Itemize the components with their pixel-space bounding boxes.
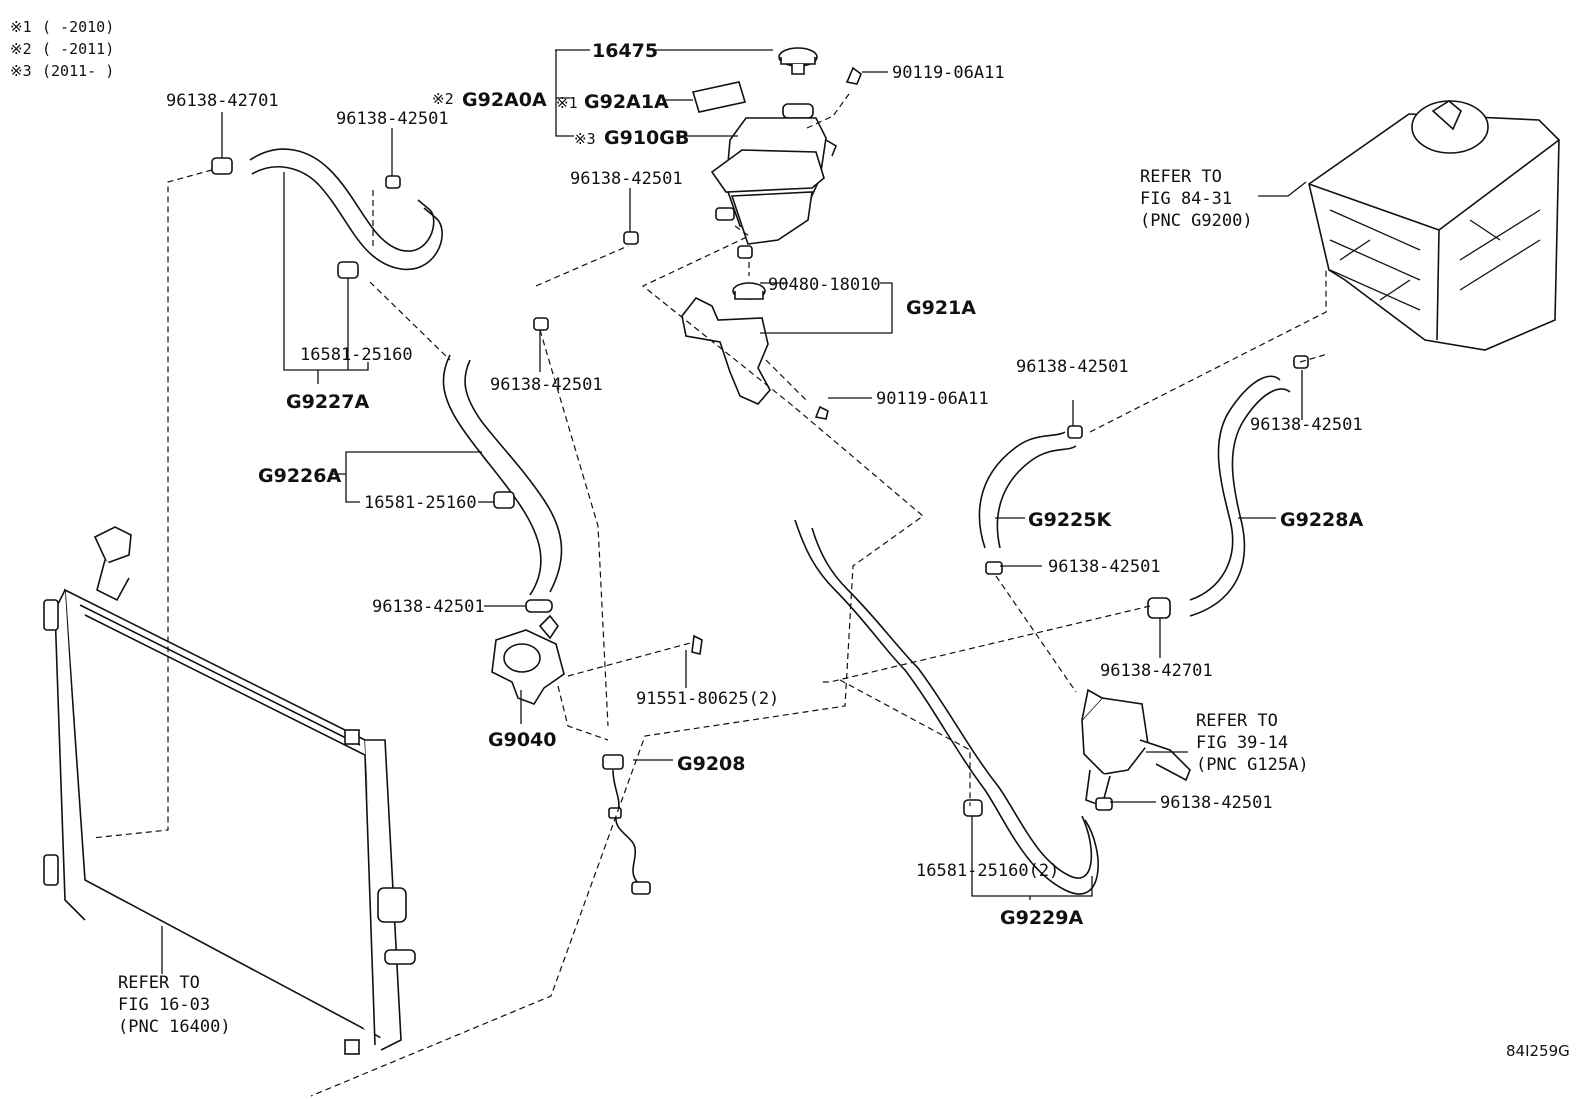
label-g92a0a-mark: ※2 <box>432 90 454 108</box>
label-g9229a: G9229A <box>1000 907 1083 929</box>
clip-16581-bot-icon <box>963 799 983 817</box>
ref-inverter-line-1: REFER TO <box>1140 167 1222 187</box>
clamp-42501-g9225k-bot-icon <box>985 561 1003 575</box>
clamp-42701-right-icon <box>1147 597 1171 619</box>
label-clamp-42501-tank: 96138-42501 <box>570 169 683 189</box>
note-3-mark: ※3 <box>10 62 32 80</box>
note-2-mark: ※2 <box>10 40 32 58</box>
label-clamp-42501-g9225k-top: 96138-42501 <box>1016 357 1129 377</box>
label-g9228a: G9228A <box>1280 509 1363 531</box>
clamp-42501-mid-icon <box>533 317 549 331</box>
ref-inverter: REFER TO FIG 84-31 (PNC G9200) <box>1140 167 1253 231</box>
clamp-42501-top-icon <box>385 175 401 189</box>
ref-exchanger-line-3: (PNC G125A) <box>1196 755 1309 775</box>
ref-radiator: REFER TO FIG 16-03 (PNC 16400) <box>118 973 231 1037</box>
ref-inverter-line-3: (PNC G9200) <box>1140 211 1253 231</box>
inverter-illustration <box>1308 100 1560 351</box>
callout-labels: 16475 ※2 G92A0A ※1 G92A1A ※3 G910GB 9011… <box>166 40 1363 929</box>
ref-inverter-line-2: FIG 84-31 <box>1140 189 1232 209</box>
label-bolt-pump: 91551-80625(2) <box>636 689 779 709</box>
notes-legend: ※1 ( -2010) ※2 ( -2011) ※3 (2011- ) <box>10 18 114 80</box>
label-clamp-42501-pump: 96138-42501 <box>372 597 485 617</box>
label-g9225k: G9225K <box>1028 509 1112 531</box>
label-clamp-42501-top: 96138-42501 <box>336 109 449 129</box>
clamp-42501-pump-icon <box>525 599 553 613</box>
reservoir-tank-illustration <box>691 47 837 259</box>
note-3-range: (2011- ) <box>42 62 114 80</box>
hoses <box>249 148 1291 895</box>
label-clamp-42501-mid: 96138-42501 <box>490 375 603 395</box>
label-g9227a: G9227A <box>286 391 369 413</box>
clamp-42501-g9225k-top-icon <box>1067 425 1083 439</box>
exchanger-illustration <box>1081 688 1191 808</box>
label-bolt-bracket: 90119-06A11 <box>876 389 989 409</box>
ref-exchanger: REFER TO FIG 39-14 (PNC G125A) <box>1196 711 1309 775</box>
label-g9226a: G9226A <box>258 465 341 487</box>
clamps <box>211 157 1309 817</box>
label-clip-16581-bot: 16581-25160(2) <box>916 861 1059 881</box>
dashed-connections <box>91 93 1329 1097</box>
label-clamp-42501-exch: 96138-42501 <box>1160 793 1273 813</box>
label-clamp-42701-right: 96138-42701 <box>1100 661 1213 681</box>
label-16475: 16475 <box>592 40 658 62</box>
label-clip-16581-mid: 16581-25160 <box>364 493 477 513</box>
bracket-illustration <box>681 66 862 420</box>
ref-exchanger-line-2: FIG 39-14 <box>1196 733 1288 753</box>
ref-radiator-line-3: (PNC 16400) <box>118 1017 231 1037</box>
label-clamp-42501-g9225k-bot: 96138-42501 <box>1048 557 1161 577</box>
label-g9040: G9040 <box>488 729 556 751</box>
label-g910gb: G910GB <box>604 127 689 149</box>
ref-exchanger-line-1: REFER TO <box>1196 711 1278 731</box>
label-clamp-42701-top: 96138-42701 <box>166 91 279 111</box>
harness-illustration <box>602 754 651 895</box>
clip-16581-top-icon <box>337 261 359 279</box>
ref-radiator-line-2: FIG 16-03 <box>118 995 210 1015</box>
radiator-illustration <box>43 526 416 1055</box>
label-g9208: G9208 <box>677 753 745 775</box>
label-g92a1a-mark: ※1 <box>556 94 578 112</box>
leader-lines <box>161 49 1307 974</box>
ref-radiator-line-1: REFER TO <box>118 973 200 993</box>
clamp-42501-exch-icon <box>1095 797 1113 811</box>
clamp-42501-tank-icon <box>623 231 639 245</box>
clamp-42701-top-icon <box>211 157 233 175</box>
figure-id: 84I259G <box>1506 1042 1570 1060</box>
label-grommet: 90480-18010 <box>768 275 881 295</box>
label-clamp-42501-g9228a-top: 96138-42501 <box>1250 415 1363 435</box>
clip-16581-mid-icon <box>493 491 515 509</box>
label-g910gb-mark: ※3 <box>574 130 596 148</box>
water-pump-illustration <box>491 614 703 705</box>
label-clip-16581-top: 16581-25160 <box>300 345 413 365</box>
label-g921a: G921A <box>906 297 976 319</box>
note-2-range: ( -2011) <box>42 40 114 58</box>
label-g92a1a: G92A1A <box>584 91 669 113</box>
note-1-mark: ※1 <box>10 18 32 36</box>
label-bolt-top: 90119-06A11 <box>892 63 1005 83</box>
label-g92a0a: G92A0A <box>462 89 547 111</box>
note-1-range: ( -2010) <box>42 18 114 36</box>
